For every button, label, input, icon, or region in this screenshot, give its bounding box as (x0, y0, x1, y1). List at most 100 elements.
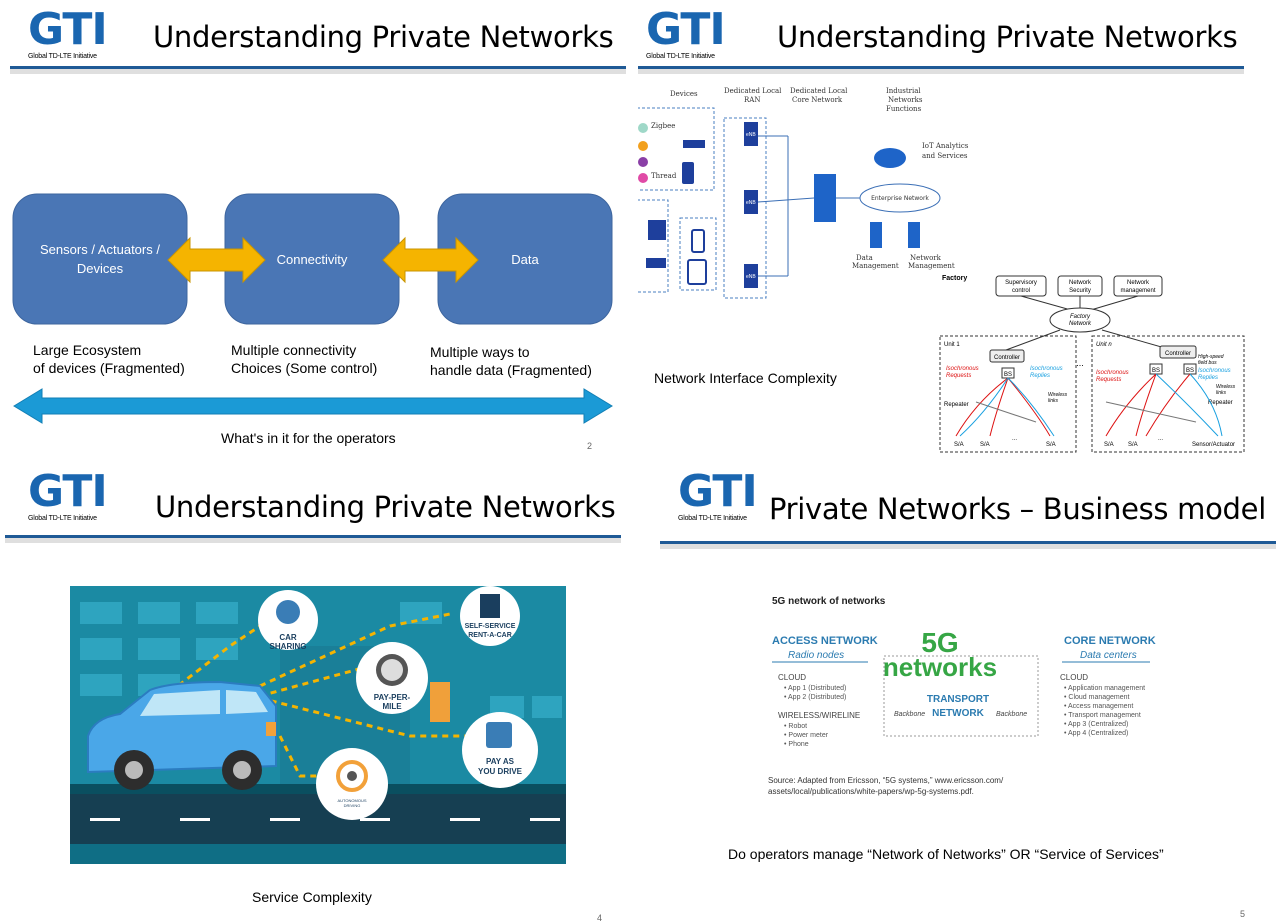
svg-text:5G: 5G (921, 627, 958, 658)
svg-text:Replies: Replies (1030, 373, 1050, 379)
svg-text:Sensor/Actuator: Sensor/Actuator (1192, 442, 1235, 448)
svg-text:MILE: MILE (382, 702, 402, 711)
slide-1: GTI Global TD-LTE Initiative Understandi… (0, 0, 636, 450)
svg-text:Network: Network (910, 254, 942, 262)
svg-text:RENT-A-CAR: RENT-A-CAR (468, 632, 512, 639)
svg-text:Requests: Requests (1096, 377, 1121, 383)
svg-text:AUTONOMOUS: AUTONOMOUS (337, 798, 366, 803)
svg-text:S/A: S/A (1046, 442, 1056, 448)
svg-text:Source: Adapted from Ericsson,: Source: Adapted from Ericsson, “5G syste… (768, 776, 1004, 785)
svg-text:Isochronous: Isochronous (1096, 370, 1129, 376)
svg-text:BS: BS (1004, 372, 1012, 378)
col-devices: Devices (670, 90, 698, 98)
title-rule (660, 541, 1276, 544)
svg-text:Repeater: Repeater (1208, 400, 1233, 406)
wifi-icon (638, 141, 648, 151)
svg-text:Functions: Functions (886, 105, 922, 113)
svg-text:...: ... (1076, 358, 1084, 368)
box-devices-label-1: Sensors / Actuators / (40, 242, 160, 257)
svg-text:links: links (1216, 390, 1227, 396)
svg-text:Dedicated Local: Dedicated Local (724, 87, 782, 95)
svg-text:Dedicated Local: Dedicated Local (790, 87, 848, 95)
svg-text:Data: Data (856, 254, 873, 262)
svg-text:Controller: Controller (1165, 351, 1191, 357)
svg-text:High-speed: High-speed (1198, 354, 1224, 360)
svg-text:Networks: Networks (888, 96, 923, 104)
title-rule (10, 66, 626, 69)
phone-icon (691, 229, 705, 253)
svg-text:Enterprise Network: Enterprise Network (871, 195, 929, 202)
svg-text:Radio nodes: Radio nodes (788, 650, 844, 661)
svg-text:S/A: S/A (1104, 442, 1114, 448)
svg-text:BS: BS (1152, 368, 1160, 374)
svg-text:BS: BS (1186, 368, 1194, 374)
svg-text:Repeater: Repeater (944, 402, 969, 408)
operators-double-arrow (13, 388, 613, 424)
gold-arrow-right (382, 236, 479, 284)
svg-text:management: management (1120, 288, 1155, 294)
slide-title: Private Networks – Business model (769, 492, 1266, 526)
page-number: 5 (1240, 909, 1246, 919)
svg-text:networks: networks (883, 652, 997, 682)
autonomous-driving-badge (316, 748, 388, 820)
svg-text:S/A: S/A (954, 442, 964, 448)
svg-text:YOU DRIVE: YOU DRIVE (478, 767, 523, 776)
title-rule (638, 66, 1244, 69)
controller-box (1159, 345, 1197, 359)
svg-text:Isochronous: Isochronous (1030, 366, 1063, 372)
svg-text:Management: Management (908, 262, 955, 270)
svg-text:• Phone: • Phone (784, 741, 809, 748)
svg-text:...: ... (1158, 436, 1163, 442)
svg-text:CAR: CAR (279, 633, 297, 642)
svg-text:Unit 1: Unit 1 (944, 342, 960, 348)
svg-text:CLOUD: CLOUD (1060, 673, 1088, 682)
enb-icon (744, 190, 758, 214)
factory-network-cloud (1049, 307, 1111, 333)
svg-text:• App 2 (Distributed): • App 2 (Distributed) (784, 694, 846, 701)
svg-text:Thread: Thread (651, 172, 677, 180)
svg-text:Backbone: Backbone (894, 711, 925, 718)
mgmt-server-icon (908, 222, 920, 248)
svg-text:field bus: field bus (1198, 360, 1217, 366)
thermostat-icon (682, 162, 694, 184)
svg-text:Replies: Replies (1198, 375, 1218, 381)
slide-2: GTI Global TD-LTE Initiative Understandi… (638, 0, 1276, 460)
robot-arm-icon (648, 220, 666, 240)
svg-text:• Access management: • Access management (1064, 703, 1133, 710)
slide-4: GTI Global TD-LTE Initiative Private Net… (638, 462, 1276, 921)
box-connectivity-label: Connectivity (277, 252, 348, 267)
svg-text:SELF-SERVICE: SELF-SERVICE (465, 623, 516, 630)
box-data-label: Data (511, 252, 539, 267)
svg-text:Zigbee: Zigbee (651, 122, 675, 130)
svg-text:• App 1 (Distributed): • App 1 (Distributed) (784, 685, 846, 692)
enb-icon (744, 264, 758, 288)
enterprise-network-cloud (859, 183, 941, 213)
svg-text:• App 4 (Centralized): • App 4 (Centralized) (1064, 730, 1128, 737)
svg-text:DRIVING: DRIVING (344, 803, 361, 808)
business-model-question: Do operators manage “Network of Networks… (728, 846, 1164, 862)
svg-text:PAY-PER-: PAY-PER- (374, 693, 411, 702)
svg-text:Controller: Controller (994, 355, 1020, 361)
svg-text:ACCESS NETWORK: ACCESS NETWORK (772, 635, 878, 647)
svg-text:Unit n: Unit n (1096, 342, 1112, 348)
svg-text:NETWORK: NETWORK (932, 708, 984, 719)
svg-text:Network: Network (1127, 280, 1150, 286)
slide-3: GTI Global TD-LTE Initiative Understandi… (0, 462, 636, 921)
enb-icon (744, 122, 758, 146)
image-caption: Service Complexity (252, 889, 372, 905)
title-rule-shadow (638, 69, 1244, 74)
unit-1-box (939, 335, 1077, 453)
svg-text:Requests: Requests (946, 373, 971, 379)
svg-text:Isochronous: Isochronous (946, 366, 979, 372)
device-group-box (638, 107, 715, 191)
thread-icon (638, 173, 648, 183)
ecosystem-diagram: Sensors / Actuators / Devices Connectivi… (12, 193, 613, 424)
svg-text:S/A: S/A (1128, 442, 1138, 448)
svg-text:SHARING: SHARING (270, 642, 307, 651)
network-of-networks-figure: 5G network of networks ACCESS NETWORK Ra… (768, 596, 1156, 796)
svg-text:control: control (1012, 288, 1030, 294)
